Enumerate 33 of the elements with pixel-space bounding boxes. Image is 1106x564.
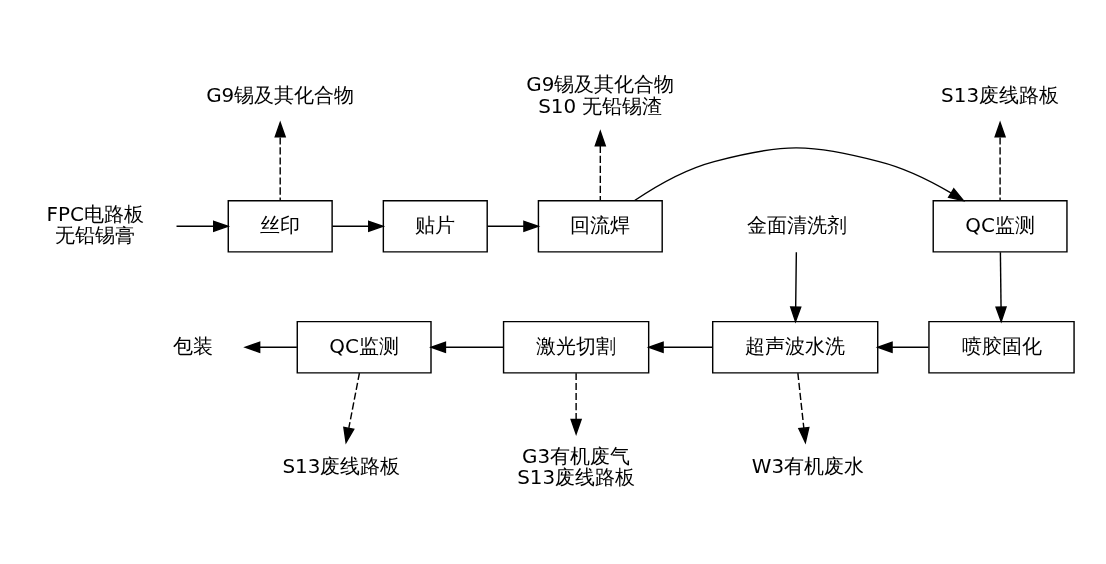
arrow [789, 251, 802, 323]
arrow [429, 340, 504, 353]
arrow [875, 340, 930, 353]
arrow [274, 120, 287, 201]
node-text: G9锡及其化合物 [206, 83, 355, 107]
node-text: G3有机废气 S13废线路板 [517, 444, 636, 489]
arrow [633, 146, 966, 202]
arrow [646, 340, 714, 353]
arrow [995, 251, 1007, 323]
node-text: 包装 [173, 334, 214, 357]
arrow [994, 120, 1007, 201]
arrow [486, 219, 541, 232]
arrow [797, 371, 810, 444]
node-box: 回流焊 [537, 199, 663, 253]
node-text: FPC电路板 无铅锡膏 [46, 202, 144, 247]
node-text: 金面清洗剂 [746, 213, 847, 237]
arrow [343, 371, 361, 444]
arrow [175, 219, 231, 232]
node-box: 丝印 [227, 199, 333, 253]
arrow [570, 371, 583, 436]
node-text: W3有机废水 [751, 454, 865, 478]
node-box: 激光切割 [502, 320, 650, 374]
node-box: 超声波水洗 [712, 320, 879, 374]
node-text: G9锡及其化合物 S10 无铅锡渣 [526, 72, 675, 118]
node-box: 喷胶固化 [928, 320, 1075, 374]
node-box: QC监测 [932, 199, 1068, 253]
node-text: S13废线路板 [941, 83, 1060, 107]
node-text: S13废线路板 [282, 454, 401, 478]
node-box: QC监测 [296, 320, 432, 374]
node-box: 贴片 [382, 199, 488, 253]
arrow [243, 340, 298, 353]
arrow [594, 128, 607, 201]
arrow [331, 219, 386, 232]
